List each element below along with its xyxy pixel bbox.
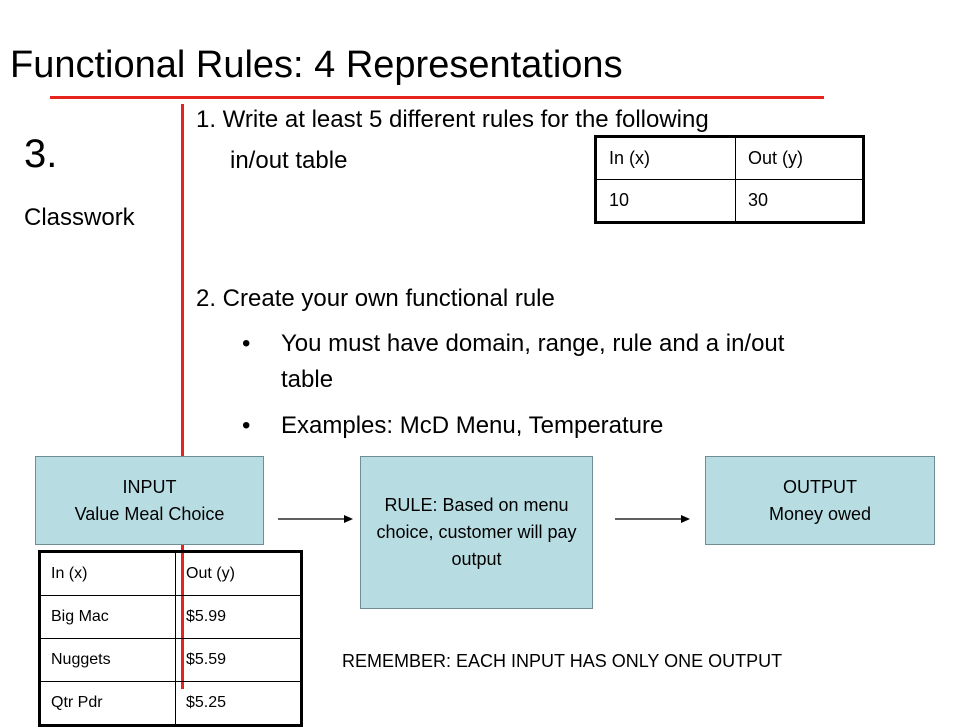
title-underline <box>50 96 824 99</box>
table-header-x: In (x) <box>39 551 176 596</box>
table-cell: Qtr Pdr <box>39 681 176 726</box>
task1-line1: 1. Write at least 5 different rules for … <box>196 106 709 133</box>
right-arrow-icon <box>278 515 353 523</box>
task1-line2: in/out table <box>230 147 348 174</box>
bullet-dot-icon: • <box>242 330 251 357</box>
output-box-title: OUTPUT <box>783 476 857 497</box>
rule-box: RULE: Based on menu choice, customer wil… <box>360 456 593 609</box>
table-cell: $5.99 <box>175 595 302 639</box>
table-header-y: Out (y) <box>175 551 302 596</box>
bullet1-line2: table <box>281 366 334 393</box>
right-arrow-icon <box>615 515 690 523</box>
bullet1-line1: You must have domain, range, rule and a … <box>281 330 785 357</box>
rule-box-text: RULE: Based on menu choice, customer wil… <box>376 495 577 569</box>
table-cell: $5.25 <box>175 681 302 726</box>
bullet2-text: Examples: McD Menu, Temperature <box>281 412 664 439</box>
in-out-table-1: In (x) Out (y) 10 30 <box>594 135 865 224</box>
table-row: Big Mac $5.99 <box>39 595 302 639</box>
output-box-subtitle: Money owed <box>768 503 872 524</box>
table-row: Qtr Pdr $5.25 <box>39 681 302 726</box>
input-box-title: INPUT <box>122 476 177 497</box>
bullet-dot-icon: • <box>242 412 251 439</box>
table-cell: 10 <box>595 179 736 223</box>
table-row: In (x) Out (y) <box>39 551 302 596</box>
table-row: 10 30 <box>595 179 864 223</box>
table-cell: Nuggets <box>39 638 176 682</box>
table-cell: $5.59 <box>175 638 302 682</box>
table-cell: Big Mac <box>39 595 176 639</box>
input-box-subtitle: Value Meal Choice <box>74 503 225 524</box>
remember-note: REMEMBER: EACH INPUT HAS ONLY ONE OUTPUT <box>342 651 783 671</box>
table-header-y: Out (y) <box>735 136 864 180</box>
output-box: OUTPUT Money owed <box>705 456 935 545</box>
task2-text: 2. Create your own functional rule <box>196 285 555 312</box>
table-header-x: In (x) <box>595 136 736 180</box>
section-number: 3. <box>24 132 58 176</box>
section-label: Classwork <box>24 204 135 231</box>
table-row: Nuggets $5.59 <box>39 638 302 682</box>
page-title: Functional Rules: 4 Representations <box>10 44 623 86</box>
vertical-divider <box>181 104 184 689</box>
table-row: In (x) Out (y) <box>595 136 864 180</box>
table-cell: 30 <box>735 179 864 223</box>
menu-price-table: In (x) Out (y) Big Mac $5.99 Nuggets $5.… <box>38 550 303 727</box>
input-box: INPUT Value Meal Choice <box>35 456 264 545</box>
